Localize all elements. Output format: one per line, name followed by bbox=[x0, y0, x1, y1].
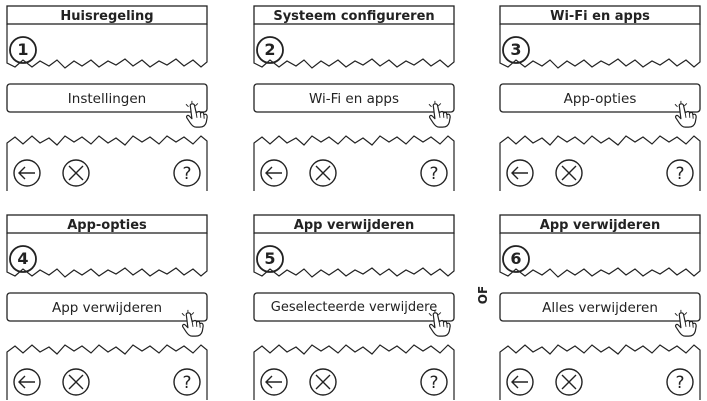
help-question-icon: ? bbox=[173, 159, 201, 187]
menu-button-label: App verwijderen bbox=[51, 300, 163, 316]
screen-title: App verwijderen bbox=[293, 218, 415, 233]
help-question-icon: ? bbox=[666, 159, 694, 187]
help-glyph: ? bbox=[182, 373, 191, 393]
cancel-x-icon bbox=[62, 368, 90, 396]
step-panel-2: Systeem configureren 2 Wi-Fi en apps ? bbox=[253, 5, 455, 191]
or-label: OF bbox=[476, 285, 490, 305]
step-panel-4: App-opties 4 App verwijderen ? bbox=[6, 214, 208, 400]
cancel-button[interactable] bbox=[61, 367, 91, 397]
step-panel-5: App verwijderen 5 Geselecteerde verwijde… bbox=[253, 214, 455, 400]
screen-title: Wi-Fi en apps bbox=[550, 9, 650, 24]
back-button[interactable] bbox=[505, 367, 535, 397]
back-button[interactable] bbox=[505, 158, 535, 188]
back-button[interactable] bbox=[12, 367, 42, 397]
cancel-x-icon bbox=[309, 368, 337, 396]
back-arrow-icon bbox=[13, 159, 41, 187]
screen-title: Huisregeling bbox=[60, 9, 154, 24]
step-panel-1: Huisregeling 1 Instellingen ? bbox=[6, 5, 208, 191]
menu-button[interactable]: Geselecteerde verwijdere bbox=[253, 293, 455, 323]
back-button[interactable] bbox=[259, 367, 289, 397]
step-number: 1 bbox=[17, 40, 29, 59]
back-arrow-icon bbox=[260, 159, 288, 187]
cancel-button[interactable] bbox=[554, 158, 584, 188]
menu-button[interactable]: App-opties bbox=[499, 84, 701, 114]
back-arrow-icon bbox=[260, 368, 288, 396]
pointing-hand-icon bbox=[674, 309, 697, 337]
cancel-x-icon bbox=[309, 159, 337, 187]
screen-frame bbox=[499, 5, 701, 191]
step-panel-6: App verwijderen 6 Alles verwijderen ? bbox=[499, 214, 701, 400]
cancel-x-icon bbox=[555, 159, 583, 187]
help-question-icon: ? bbox=[420, 159, 448, 187]
cancel-x-icon bbox=[62, 159, 90, 187]
screen-title: Systeem configureren bbox=[273, 9, 435, 24]
menu-button-label: Geselecteerde verwijdere bbox=[270, 300, 438, 315]
help-question-icon: ? bbox=[420, 368, 448, 396]
menu-button[interactable]: Wi-Fi en apps bbox=[253, 84, 455, 114]
menu-button[interactable]: Alles verwijderen bbox=[499, 293, 701, 323]
help-button[interactable]: ? bbox=[172, 158, 202, 188]
help-glyph: ? bbox=[182, 164, 191, 184]
screen-frame bbox=[499, 214, 701, 400]
menu-button-label: Alles verwijderen bbox=[542, 300, 658, 316]
screen-frame bbox=[6, 214, 208, 400]
pointing-hand-icon bbox=[674, 100, 697, 128]
help-glyph: ? bbox=[429, 373, 438, 393]
help-question-icon: ? bbox=[666, 368, 694, 396]
screen-frame bbox=[253, 5, 455, 191]
pointing-hand-icon bbox=[428, 100, 451, 128]
cancel-button[interactable] bbox=[61, 158, 91, 188]
help-button[interactable]: ? bbox=[419, 367, 449, 397]
back-button[interactable] bbox=[12, 158, 42, 188]
help-button[interactable]: ? bbox=[665, 158, 695, 188]
screen-title: App-opties bbox=[67, 218, 147, 233]
step-panel-3: Wi-Fi en apps 3 App-opties ? bbox=[499, 5, 701, 191]
help-button[interactable]: ? bbox=[665, 367, 695, 397]
step-number: 5 bbox=[264, 249, 276, 268]
help-glyph: ? bbox=[675, 164, 684, 184]
back-arrow-icon bbox=[506, 159, 534, 187]
back-button[interactable] bbox=[259, 158, 289, 188]
menu-button-label: Instellingen bbox=[67, 91, 147, 107]
help-glyph: ? bbox=[675, 373, 684, 393]
cancel-button[interactable] bbox=[554, 367, 584, 397]
back-arrow-icon bbox=[506, 368, 534, 396]
pointing-hand-icon bbox=[428, 309, 451, 337]
back-arrow-icon bbox=[13, 368, 41, 396]
cancel-button[interactable] bbox=[308, 158, 338, 188]
pointing-hand-icon bbox=[185, 100, 208, 128]
step-number: 6 bbox=[510, 249, 522, 268]
help-button[interactable]: ? bbox=[419, 158, 449, 188]
menu-button[interactable]: App verwijderen bbox=[6, 293, 208, 323]
step-number: 4 bbox=[17, 249, 29, 268]
screen-frame bbox=[253, 214, 455, 400]
pointing-hand-icon bbox=[181, 309, 204, 337]
menu-button-label: Wi-Fi en apps bbox=[308, 91, 400, 107]
cancel-x-icon bbox=[555, 368, 583, 396]
menu-button-label: App-opties bbox=[563, 91, 637, 107]
step-number: 2 bbox=[264, 40, 276, 59]
screen-title: App verwijderen bbox=[539, 218, 661, 233]
screen-frame bbox=[6, 5, 208, 191]
help-button[interactable]: ? bbox=[172, 367, 202, 397]
help-glyph: ? bbox=[429, 164, 438, 184]
cancel-button[interactable] bbox=[308, 367, 338, 397]
menu-button[interactable]: Instellingen bbox=[6, 84, 208, 114]
step-number: 3 bbox=[510, 40, 522, 59]
help-question-icon: ? bbox=[173, 368, 201, 396]
